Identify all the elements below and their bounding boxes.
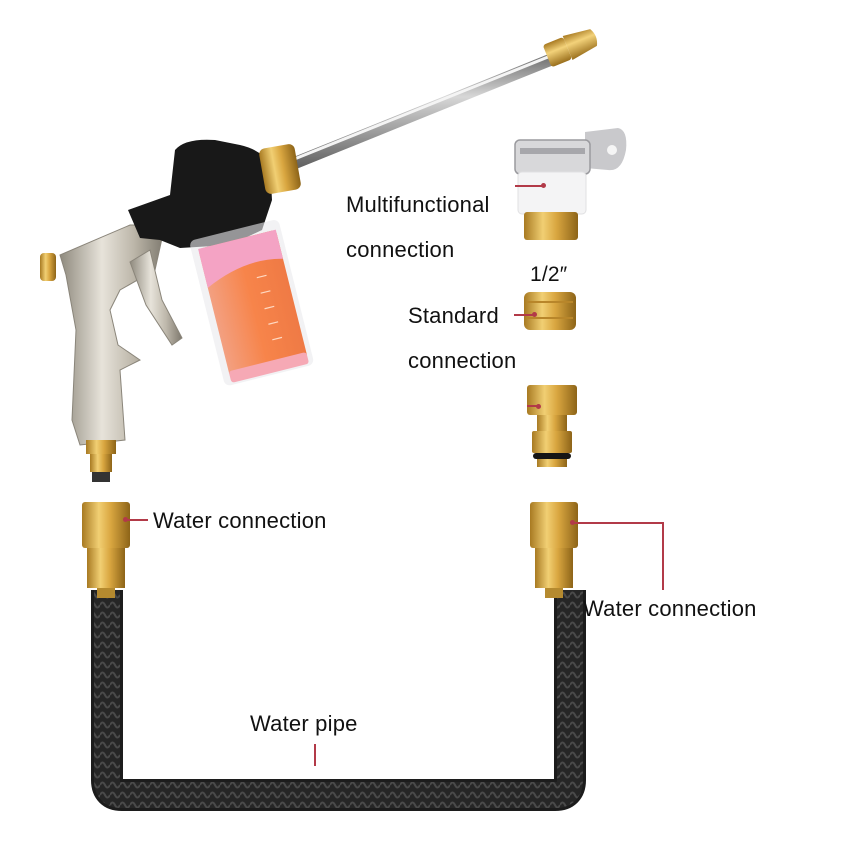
label-multifunctional-line2: connection <box>346 237 455 262</box>
leader-water-right-v <box>662 522 664 590</box>
leader-dot-quick <box>536 404 541 409</box>
leader-quick <box>527 405 537 407</box>
leader-dot-water-right <box>570 520 575 525</box>
label-water-connection-right: Water connection <box>583 596 757 621</box>
leader-standard <box>514 314 534 316</box>
spray-gun <box>40 139 314 482</box>
leader-dot-standard <box>532 312 537 317</box>
hose-fitting-left <box>82 502 130 598</box>
label-multifunctional-line1: Multifunctional <box>346 192 490 217</box>
water-pipe <box>91 590 586 811</box>
foam-bottle <box>190 220 314 386</box>
leader-multifunctional <box>515 185 543 187</box>
multifunctional-connector <box>514 128 627 240</box>
leader-dot-multifunctional <box>541 183 546 188</box>
leader-water-right-h <box>573 522 663 524</box>
standard-connector <box>524 292 576 330</box>
label-water-connection-left: Water connection <box>153 508 327 533</box>
hose-fitting-right <box>530 502 578 598</box>
extension-wand <box>284 29 598 171</box>
leader-dot-water-left <box>123 517 128 522</box>
leader-water-pipe <box>314 744 316 766</box>
quick-connector <box>527 385 577 467</box>
label-standard-line1: Standard <box>408 303 499 328</box>
label-size: 1/2″ <box>530 263 568 286</box>
label-water-pipe: Water pipe <box>250 711 358 736</box>
label-standard-line2: connection <box>408 348 517 373</box>
leader-water-left <box>126 519 148 521</box>
